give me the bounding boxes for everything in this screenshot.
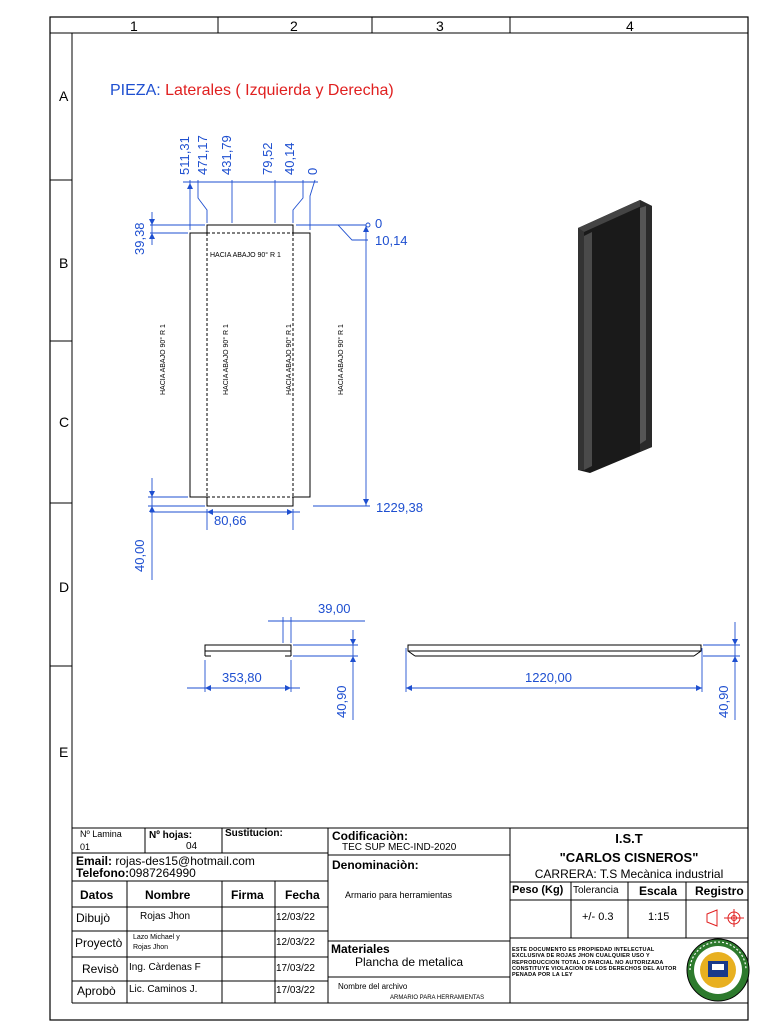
spec-peso: Peso (Kg) (512, 884, 564, 896)
fold-note-3: HACIA ABAJO 90° R 1 (286, 324, 293, 395)
dim-40: 40,14 (282, 142, 297, 175)
header-firma: Firma (231, 888, 264, 902)
title-prefix: PIEZA: (110, 82, 161, 99)
fold-note-1: HACIA ABAJO 90° R 1 (160, 324, 167, 395)
spec-registro: Registro (695, 884, 744, 898)
row-reviso-dato: Revisò (82, 962, 119, 976)
email-line: Email: rojas-des15@hotmail.com (76, 855, 255, 867)
row-reviso-fecha: 17/03/22 (276, 963, 315, 974)
dim-1229-38: 1229,38 (376, 500, 423, 515)
dim-10-14: 10,14 (375, 233, 408, 248)
spec-tolerancia: Tolerancia (573, 885, 619, 896)
dim-511: 511,31 (177, 136, 192, 175)
codificacion-value: TEC SUP MEC-IND-2020 (342, 842, 457, 853)
flat-pattern (189, 224, 311, 507)
title-name: Laterales ( Izquierda y Derecha) (165, 82, 394, 99)
dimension-arrows (149, 183, 369, 515)
dim-1220-00: 1220,00 (525, 670, 572, 685)
column-label-3: 3 (436, 18, 444, 34)
header-nombre: Nombre (145, 888, 191, 902)
dimension-lines (148, 179, 371, 580)
dim-353-80: 353,80 (222, 670, 262, 685)
column-label-4: 4 (626, 18, 634, 34)
dim-79: 79,52 (260, 142, 275, 175)
dim-40-00: 40,00 (132, 539, 147, 572)
row-label-e: E (59, 744, 69, 760)
escala-value: 1:15 (648, 911, 670, 923)
column-label-1: 1 (130, 18, 138, 34)
title-block-grid (71, 827, 748, 1004)
institution-seal-icon (686, 938, 750, 1002)
telefono-value: 0987264990 (129, 866, 196, 880)
archivo-label: Nombre del archivo (338, 982, 408, 991)
dim-471: 471,17 (195, 135, 210, 175)
fold-note-2: HACIA ABAJO 90° R 1 (223, 324, 230, 395)
lamina-label: Nº Lamina (80, 829, 122, 839)
spec-escala: Escala (639, 884, 678, 898)
row-proyecto-dato: Proyectò (75, 936, 123, 950)
lamina-value: 01 (80, 842, 91, 852)
denominacion-label: Denominaciòn: (332, 858, 419, 872)
materiales-value: Plancha de metalica (355, 955, 464, 969)
header-fecha: Fecha (285, 888, 320, 902)
hojas-value: 04 (186, 841, 198, 852)
dim-39-00: 39,00 (318, 601, 351, 616)
row-aprobo-dato: Aprobò (77, 984, 116, 998)
row-dibujo-fecha: 12/03/22 (276, 912, 315, 923)
dim-39-38: 39,38 (132, 222, 147, 255)
row-proyecto-nombre: Lazo Michael y Rojas Jhon (133, 934, 180, 951)
row-aprobo-nombre: Lic. Caminos J. (129, 984, 198, 995)
row-proyecto-fecha: 12/03/22 (276, 937, 315, 948)
row-aprobo-fecha: 17/03/22 (276, 985, 315, 996)
row-reviso-nombre: Ing. Càrdenas F (129, 962, 201, 973)
header-datos: Datos (80, 888, 114, 902)
telefono-label: Telefono: (76, 866, 130, 880)
archivo-value: ARMARIO PARA HERRAMIENTAS (390, 995, 485, 1001)
dim-40-90-front: 40,90 (716, 685, 731, 718)
sustitucion-label: Sustitucion: (225, 828, 283, 839)
row-dibujo-dato: Dibujò (76, 911, 111, 925)
row-label-d: D (59, 579, 70, 595)
column-label-2: 2 (290, 18, 298, 34)
legal-notice: ESTE DOCUMENTO ES PROPIEDAD INTELECTUAL … (512, 947, 677, 979)
email-label: Email: (76, 854, 113, 868)
row-dibujo-nombre: Rojas Jhon (140, 911, 191, 922)
fold-note-4: HACIA ABAJO 90° R 1 (338, 324, 345, 395)
email-value: rojas-des15@hotmail.com (115, 854, 255, 868)
dim-431: 431,79 (219, 135, 234, 175)
institution-name: "CARLOS CISNEROS" (559, 850, 699, 865)
materiales-label: Materiales (331, 942, 390, 956)
projection-symbol-icon (706, 909, 744, 927)
dim-80-66: 80,66 (214, 513, 247, 528)
side-view (187, 617, 365, 720)
denominacion-value: Armario para herramientas (345, 890, 453, 900)
dim-40-90-side: 40,90 (334, 685, 349, 718)
dim-0-top: 0 (305, 167, 320, 175)
telefono-line: Telefono:0987264990 (76, 867, 196, 879)
codificacion-label: Codificaciòn: (332, 829, 409, 843)
row-label-b: B (59, 255, 69, 271)
institution: I.S.T (615, 831, 643, 846)
hojas-label: Nº hojas: (149, 830, 193, 841)
tolerancia-value: +/- 0.3 (582, 911, 614, 923)
row-label-c: C (59, 414, 70, 430)
fold-note-top: HACIA ABAJO 90° R 1 (210, 252, 281, 259)
isometric-part (578, 200, 652, 473)
dim-0-right: 0 (375, 216, 383, 231)
carrera: CARRERA: T.S Mecànica industrial (534, 867, 724, 881)
front-view (405, 622, 740, 720)
page-title: PIEZA: Laterales ( Izquierda y Derecha) (110, 83, 394, 99)
row-label-a: A (59, 88, 69, 104)
